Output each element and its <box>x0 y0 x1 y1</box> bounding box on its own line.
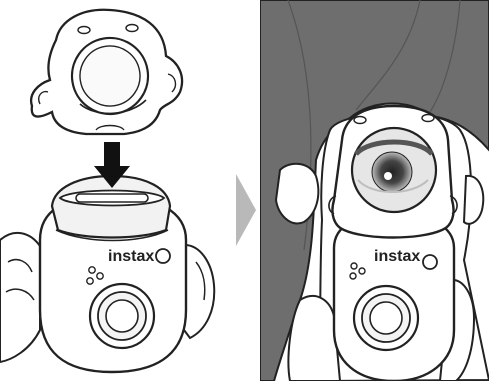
camera-brand-label: instax <box>108 248 154 265</box>
camera-body: instax <box>40 176 186 372</box>
right-hand-illustration <box>184 245 214 338</box>
selfie-mirror-accessory <box>329 106 457 238</box>
camera-body: instax <box>334 214 454 381</box>
step-attach-accessory: instax <box>0 0 232 381</box>
attach-illustration: instax <box>0 0 232 381</box>
camera-lens <box>354 286 418 350</box>
camera-brand-label: instax <box>374 248 420 265</box>
step-separator <box>232 170 260 250</box>
left-hand-illustration <box>288 296 340 381</box>
right-chevron-icon <box>232 170 260 250</box>
selfie-mirror-accessory <box>31 10 182 134</box>
step-selfie-view: instax <box>260 0 489 381</box>
left-hand-illustration <box>0 233 40 362</box>
selfie-illustration: instax <box>260 0 489 381</box>
camera-lens <box>90 284 154 348</box>
